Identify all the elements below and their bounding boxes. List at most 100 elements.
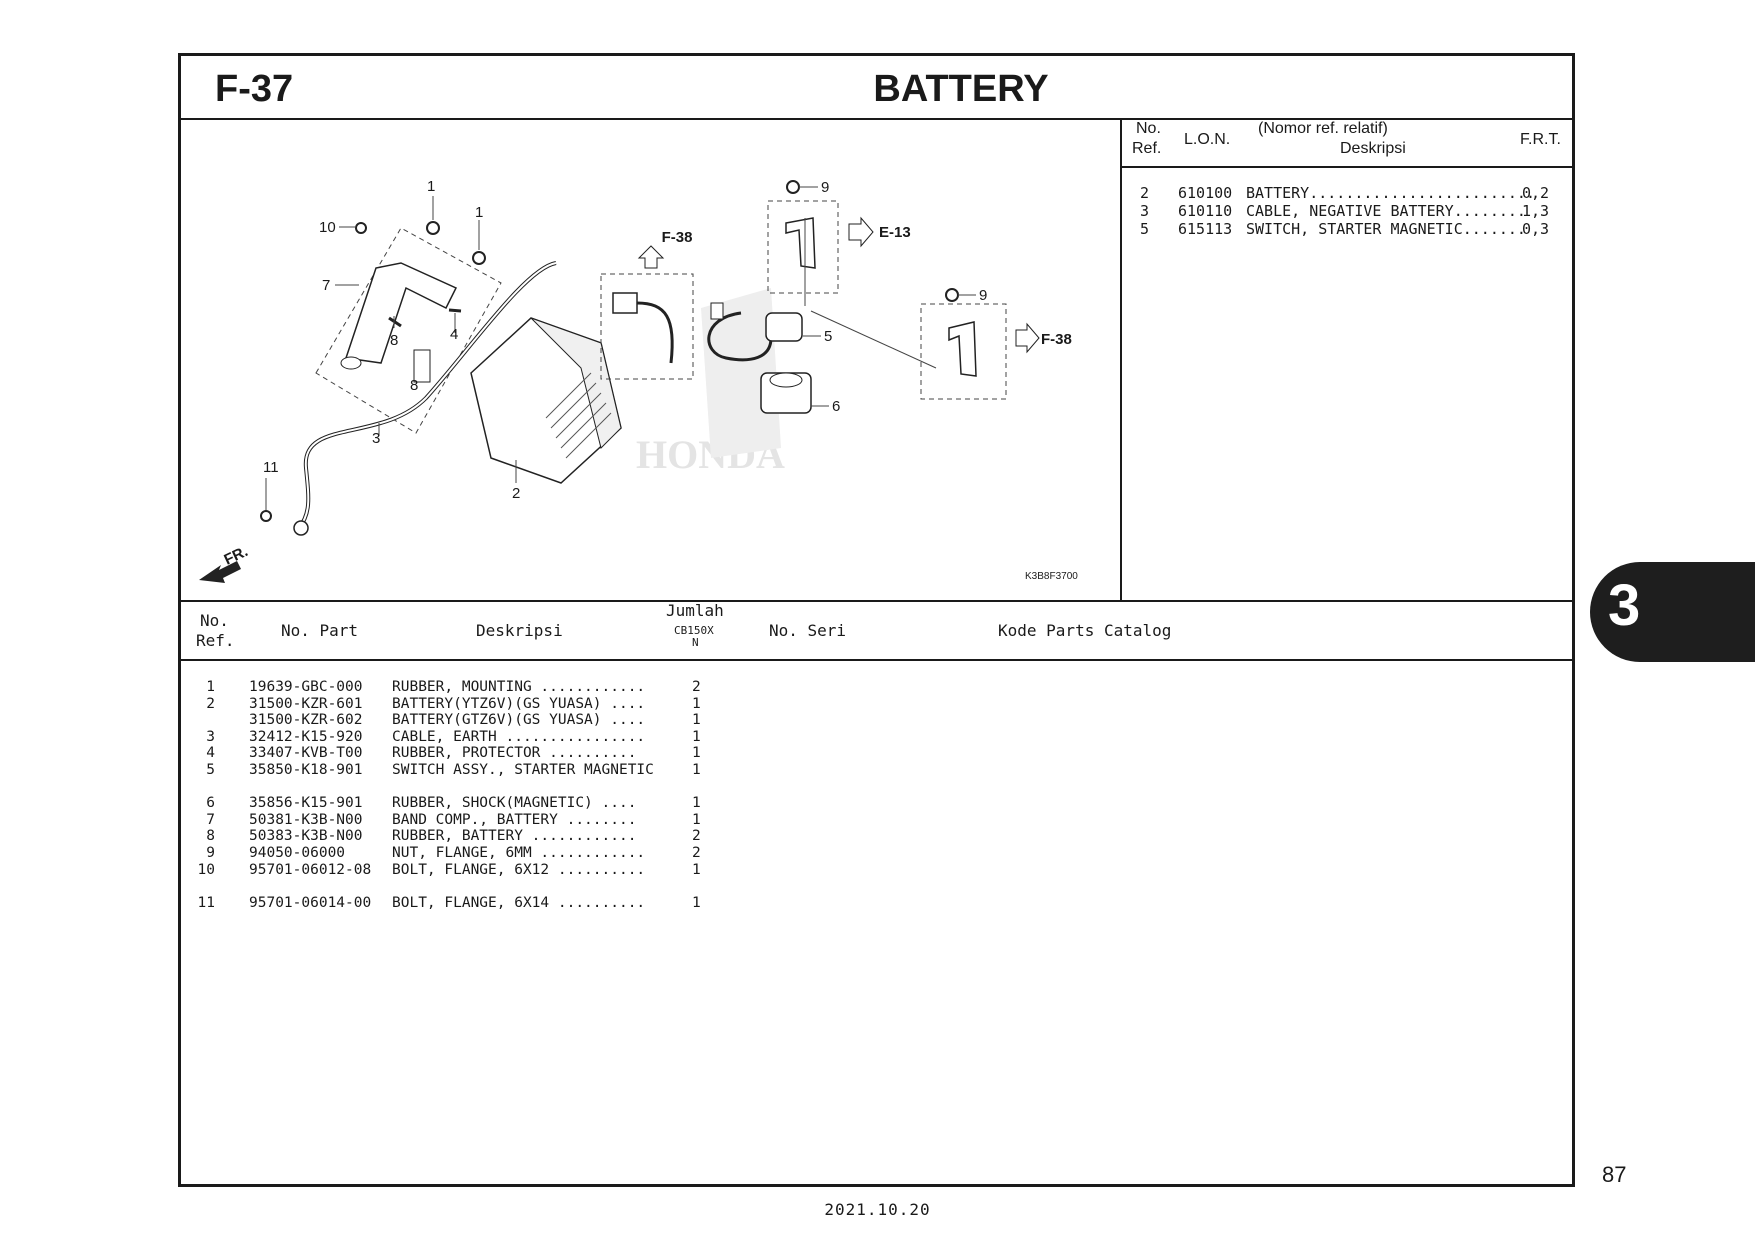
row-ref: 11 xyxy=(197,894,215,911)
row-ref: 9 xyxy=(206,844,215,861)
row-desc: NUT, FLANGE, 6MM ............ xyxy=(392,844,646,861)
col-qty: Jumlah xyxy=(666,601,724,620)
page-frame: F-37 BATTERY HONDA xyxy=(178,53,1575,1187)
rubber-mounting-2 xyxy=(472,251,486,265)
row-desc: RUBBER, PROTECTOR .......... xyxy=(392,745,637,762)
frt-table: 2 610100 BATTERY........................… xyxy=(1122,184,1572,238)
callout-1b: 1 xyxy=(475,204,483,221)
row-desc: CABLE, EARTH ................ xyxy=(392,728,646,745)
bolt-flange-10 xyxy=(355,222,367,234)
col-ref: Ref. xyxy=(196,631,235,650)
parts-table: 1 19639-GBC-000 RUBBER, MOUNTING .......… xyxy=(181,679,881,911)
row-qty: 1 xyxy=(692,894,701,911)
callout-2: 2 xyxy=(512,485,520,502)
col-desc: Deskripsi xyxy=(476,621,563,640)
callout-8a: 8 xyxy=(390,332,398,349)
frt-header-frt: F.R.T. xyxy=(1520,131,1561,148)
row-desc: RUBBER, BATTERY ............ xyxy=(392,828,637,845)
table-row: 9 94050-06000 NUT, FLANGE, 6MM .........… xyxy=(181,845,881,862)
frt-ref: 5 xyxy=(1140,220,1150,238)
col-model: CB150X xyxy=(674,624,714,637)
frt-value: 1,3 xyxy=(1522,202,1550,220)
row-part: 35850-K18-901 xyxy=(249,761,363,778)
f38-connector-box xyxy=(600,273,694,380)
row-qty: 1 xyxy=(692,795,701,812)
row-part: 50383-K3B-N00 xyxy=(249,828,363,845)
callout-7: 7 xyxy=(322,277,330,294)
callout-11: 11 xyxy=(263,459,279,476)
front-label: FR. xyxy=(222,543,251,569)
frt-value: 0,2 xyxy=(1522,184,1550,202)
callout-6: 6 xyxy=(832,398,840,415)
row-ref: 2 xyxy=(206,695,215,712)
footer-date: 2021.10.20 xyxy=(824,1200,931,1219)
xref-arrow-f38 xyxy=(1015,322,1040,354)
row-qty: 2 xyxy=(692,828,701,845)
band-comp-bracket xyxy=(345,262,458,364)
xref-f38-right[interactable]: F-38 xyxy=(1041,331,1072,348)
callout-9b: 9 xyxy=(979,287,987,304)
row-qty: 2 xyxy=(692,844,701,861)
earth-cable-inner xyxy=(298,262,557,529)
row-desc: BOLT, FLANGE, 6X12 .......... xyxy=(392,861,646,878)
frt-header-divider xyxy=(1122,166,1572,168)
section-tab-number: 3 xyxy=(1608,573,1641,638)
callout-8b: 8 xyxy=(410,377,418,394)
frt-desc: BATTERY......................... xyxy=(1246,184,1535,202)
page-title: BATTERY xyxy=(873,68,1049,110)
leader-switch-terminal xyxy=(810,310,937,369)
row-qty: 1 xyxy=(692,861,701,878)
row-qty: 1 xyxy=(692,728,701,745)
row-part: 31500-KZR-601 xyxy=(249,695,363,712)
row-part: 95701-06014-00 xyxy=(249,894,372,911)
frt-row: 3 610110 CABLE, NEGATIVE BATTERY........… xyxy=(1122,202,1572,220)
table-row: 10 95701-06012-08 BOLT, FLANGE, 6X12 ...… xyxy=(181,862,881,879)
table-row: 6 35856-K15-901 RUBBER, SHOCK(MAGNETIC) … xyxy=(181,795,881,812)
row-part: 95701-06012-08 xyxy=(249,861,372,878)
frt-header-nomor: (Nomor ref. relatif) xyxy=(1258,120,1388,137)
row-ref: 4 xyxy=(206,745,215,762)
nut-flange-9a xyxy=(786,180,800,194)
xref-f38-top[interactable]: F-38 xyxy=(662,229,693,246)
xref-e13[interactable]: E-13 xyxy=(879,224,911,241)
frt-row: 5 615113 SWITCH, STARTER MAGNETIC.......… xyxy=(1122,220,1572,238)
table-header-divider xyxy=(181,659,1572,661)
battery-side xyxy=(530,317,622,449)
callout-3: 3 xyxy=(372,430,380,447)
frt-header-desc: Deskripsi xyxy=(1340,140,1406,157)
row-desc: BAND COMP., BATTERY ........ xyxy=(392,811,637,828)
row-desc: BOLT, FLANGE, 6X14 .......... xyxy=(392,894,646,911)
rubber-battery-pad xyxy=(413,349,431,383)
col-catalog: Kode Parts Catalog xyxy=(998,621,1172,640)
frt-lon: 610100 xyxy=(1178,184,1233,202)
row-part: 35856-K15-901 xyxy=(249,795,363,812)
parts-table-header: No. Ref. No. Part Deskripsi Jumlah CB150… xyxy=(181,601,1572,659)
row-part: 94050-06000 xyxy=(249,844,346,861)
row-part: 50381-K3B-N00 xyxy=(249,811,363,828)
row-part: 32412-K15-920 xyxy=(249,728,363,745)
table-row: 7 50381-K3B-N00 BAND COMP., BATTERY ....… xyxy=(181,812,881,829)
frt-lon: 610110 xyxy=(1178,202,1233,220)
row-desc: RUBBER, MOUNTING ............ xyxy=(392,679,646,695)
row-desc: BATTERY(GTZ6V)(GS YUASA) .... xyxy=(392,712,646,729)
row-desc: BATTERY(YTZ6V)(GS YUASA) .... xyxy=(392,695,646,712)
row-qty: 1 xyxy=(692,811,701,828)
row-part: 33407-KVB-T00 xyxy=(249,745,363,762)
row-qty: 1 xyxy=(692,712,701,729)
switch-wire xyxy=(707,311,773,362)
row-part: 31500-KZR-602 xyxy=(249,712,363,729)
rubber-shock-opening xyxy=(769,372,803,388)
section-tab: 3 xyxy=(1590,562,1755,662)
earth-terminal xyxy=(293,520,309,536)
nut-flange-9b xyxy=(945,288,959,302)
row-ref: 6 xyxy=(206,795,215,812)
row-qty: 1 xyxy=(692,745,701,762)
frt-desc: SWITCH, STARTER MAGNETIC....... xyxy=(1246,220,1526,238)
frt-header-ref: Ref. xyxy=(1132,140,1162,157)
row-ref: 1 xyxy=(206,679,215,695)
frt-row: 2 610100 BATTERY........................… xyxy=(1122,184,1572,202)
table-row: 4 33407-KVB-T00 RUBBER, PROTECTOR ......… xyxy=(181,745,881,762)
front-arrow-icon xyxy=(199,561,241,583)
bolt-flange-11 xyxy=(260,510,272,522)
table-row: 5 35850-K18-901 SWITCH ASSY., STARTER MA… xyxy=(181,762,881,779)
